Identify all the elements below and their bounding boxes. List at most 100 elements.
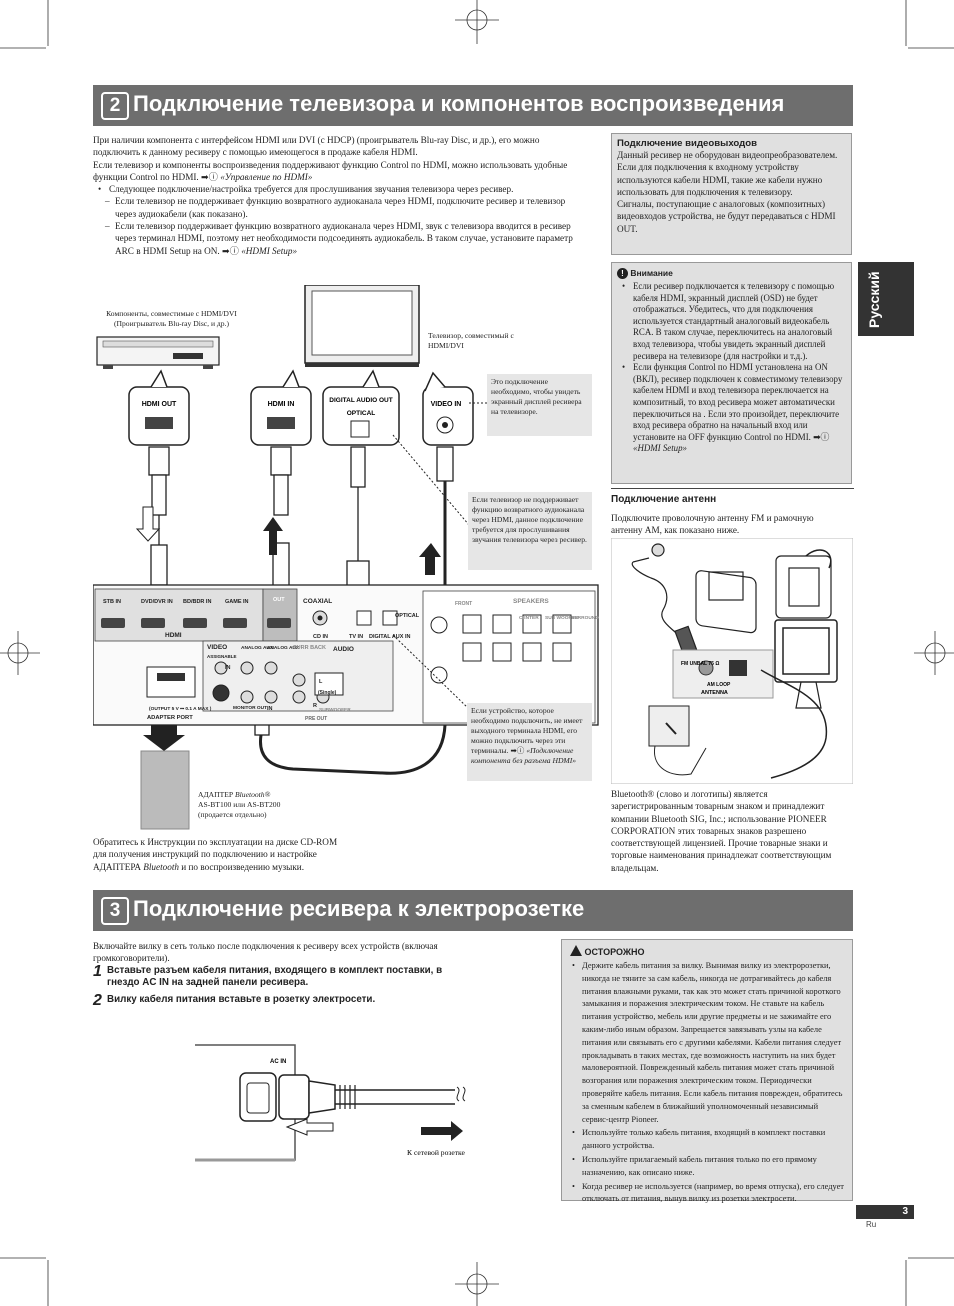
antenna-rule	[611, 488, 854, 489]
intro-paragraph-2-text: Если телевизор и компоненты воспроизведе…	[93, 159, 568, 182]
dash-item-1: Если телевизор не поддерживает функцию в…	[93, 195, 583, 220]
caution-bullet-2: Используйте только кабель питания, входя…	[570, 1127, 844, 1153]
section-title: Подключение ресивера к электророзетке	[133, 896, 585, 921]
bluetooth-trademark-note: Bluetooth® (слово и логотипы) является з…	[611, 789, 832, 873]
hdmi-cable-1	[148, 446, 170, 586]
refer-note-c: и по воспроизведению музыки.	[181, 861, 305, 872]
warning-icon: !	[617, 268, 628, 279]
caution-icon	[570, 945, 582, 956]
bluetooth-adapter	[140, 725, 190, 830]
antenna-title: Подключение антенн	[611, 494, 717, 505]
warning-bullet-1: Если ресивер подключается к телевизору с…	[617, 281, 846, 362]
intro-paragraph-1: При наличии компонента с интерфейсом HDM…	[93, 135, 540, 158]
am-loop-antenna	[695, 549, 838, 709]
note-osd: Это подключение необходимо, чтобы увидет…	[487, 374, 592, 436]
arrow-ref-icon: ➡ⓘ	[510, 746, 525, 755]
bullet-item: Следующее подключение/настройка требуетс…	[93, 183, 583, 196]
hand-illustration	[648, 705, 707, 776]
analog-aux-label: ANALOG AUX	[241, 645, 274, 651]
adapter-label-d: (продается отдельно)	[198, 810, 267, 819]
reference-link[interactable]: «HDMI Setup»	[633, 443, 687, 454]
output-rating-label: (OUTPUT 5 V ⎓ 0.1 A MAX )	[149, 706, 212, 712]
note-no-hdmi-text: Если устройство, которое необходимо подк…	[471, 706, 583, 755]
note-arc: Если телевизор не поддерживает функцию в…	[468, 492, 592, 570]
section-3-intro: Включайте вилку в сеть только после подк…	[93, 941, 438, 964]
right-arrow-icon	[421, 1121, 463, 1141]
dash-item-2-text: Если телевизор поддерживает функцию возв…	[115, 221, 573, 256]
refer-note-a: Обратитесь к Инструкции по эксплуатации …	[93, 837, 338, 872]
box-text-1: Данный ресивер не оборудован видеопреобр…	[617, 150, 838, 197]
subwoofer-label: SUBWOOFER	[319, 707, 351, 713]
video-in-callout: VIDEO IN	[422, 371, 474, 446]
adapter-label: АДАПТЕР Bluetooth® AS-BT100 или AS-BT200…	[198, 790, 280, 820]
language-tab-label: Русский	[866, 271, 882, 328]
optical-label: OPTICAL	[347, 410, 376, 417]
caution-bullet-3: Используйте прилагаемый кабель питания т…	[570, 1154, 844, 1180]
coaxial-label: COAXIAL	[303, 598, 332, 605]
section-title: Подключение телевизора и компонентов вос…	[133, 91, 785, 116]
speakers-label: SPEAKERS	[513, 598, 549, 605]
adapter-label-b: Bluetooth®	[235, 790, 271, 799]
l-label: L	[319, 679, 323, 685]
connection-diagram: HDMI OUT HDMI IN DIGITAL AUDIO OUT OPTIC…	[93, 285, 599, 830]
single-label: (Single)	[318, 690, 337, 696]
step-text: Вилку кабеля питания вставьте в розетку …	[107, 994, 376, 1005]
surround-label: SURROUND	[571, 615, 599, 621]
box-title: Подключение видеовыходов	[617, 138, 758, 149]
audio-label: AUDIO	[333, 646, 354, 653]
pre-out-label: PRE OUT	[305, 716, 327, 722]
cd-in-label: CD IN	[313, 634, 328, 640]
section-2-banner: 2 Подключение телевизора и компонентов в…	[93, 85, 853, 126]
direction-arrows	[135, 506, 441, 575]
power-diagram: AC IN К сетевой розетке	[195, 1044, 466, 1162]
warning-title: ! Внимание	[617, 268, 846, 279]
warning-title-text: Внимание	[630, 268, 673, 278]
video-in-label: VIDEO IN	[431, 401, 462, 408]
intro-text: При наличии компонента с интерфейсом HDM…	[93, 134, 583, 257]
arrow-ref-icon: ➡ⓘ	[222, 245, 239, 256]
adapter-port-label: ADAPTER PORT	[147, 715, 193, 721]
caution-title-text: ОСТОРОЖНО	[584, 947, 645, 957]
hdmi-panel-label: HDMI	[165, 632, 182, 639]
intro-paragraph-2: Если телевизор и компоненты воспроизведе…	[93, 159, 583, 184]
step-2: 2 Вилку кабеля питания вставьте в розетк…	[93, 992, 473, 1009]
leader-lines	[392, 402, 487, 710]
arrow-ref-icon: ➡ⓘ	[813, 431, 830, 442]
digital-audio-out-label: DIGITAL AUDIO OUT	[329, 397, 392, 404]
bluray-player	[96, 336, 220, 369]
receiver-back-panel	[93, 584, 599, 726]
warning-bullet-2: Если функция Control по HDMI установлена…	[617, 362, 846, 455]
power-plug	[278, 1074, 466, 1120]
analog-aux-label-2: ANALOG AUX	[267, 645, 300, 651]
sub-woofer-label: SUB WOOFER	[545, 615, 579, 621]
antenna-terminals: FM UNBAL 75 Ω AM LOOP ANTENNA	[672, 649, 774, 699]
in-label-2: IN	[267, 706, 273, 712]
optical-panel-label: OPTICAL	[395, 613, 420, 619]
antenna-text: Подключите проволочную антенну FM и рамо…	[611, 513, 814, 536]
am-label: AM LOOP	[707, 682, 731, 688]
out-label: OUT	[273, 597, 285, 603]
step-number: 2	[93, 992, 102, 1009]
assignable-label: ASSIGNABLE	[207, 654, 237, 659]
r-label: R	[313, 703, 317, 709]
language-tab: Русский	[858, 262, 914, 336]
reference-link[interactable]: «Управление по HDMI»	[220, 171, 313, 182]
tv-in-label: TV IN	[349, 634, 363, 640]
fm-antenna	[631, 543, 698, 657]
step-text: Вставьте разъем кабеля питания, входящег…	[107, 965, 443, 988]
hdmi-in-callout: HDMI IN	[250, 369, 312, 446]
step-number: 1	[93, 963, 102, 980]
refer-note: Обратитесь к Инструкции по эксплуатации …	[93, 836, 341, 873]
refer-note-b: Bluetooth	[143, 861, 179, 872]
warning-box: ! Внимание Если ресивер подключается к т…	[611, 262, 852, 484]
monitor-out-label: MONITOR OUT	[233, 705, 267, 711]
caution-box: ОСТОРОЖНО Держите кабель питания за вилк…	[561, 939, 853, 1203]
box-text-2: Сигналы, поступающие с аналоговых (компо…	[617, 199, 836, 234]
video-cable	[254, 446, 454, 775]
front-label: FRONT	[455, 601, 472, 607]
step-1: 1 Вставьте разъем кабеля питания, входящ…	[93, 963, 473, 989]
reference-link[interactable]: «HDMI Setup»	[241, 245, 298, 256]
reference-link[interactable]: «Подключение компонента без разъема HDMI…	[471, 746, 577, 765]
hdmi-cable-2	[270, 446, 292, 592]
